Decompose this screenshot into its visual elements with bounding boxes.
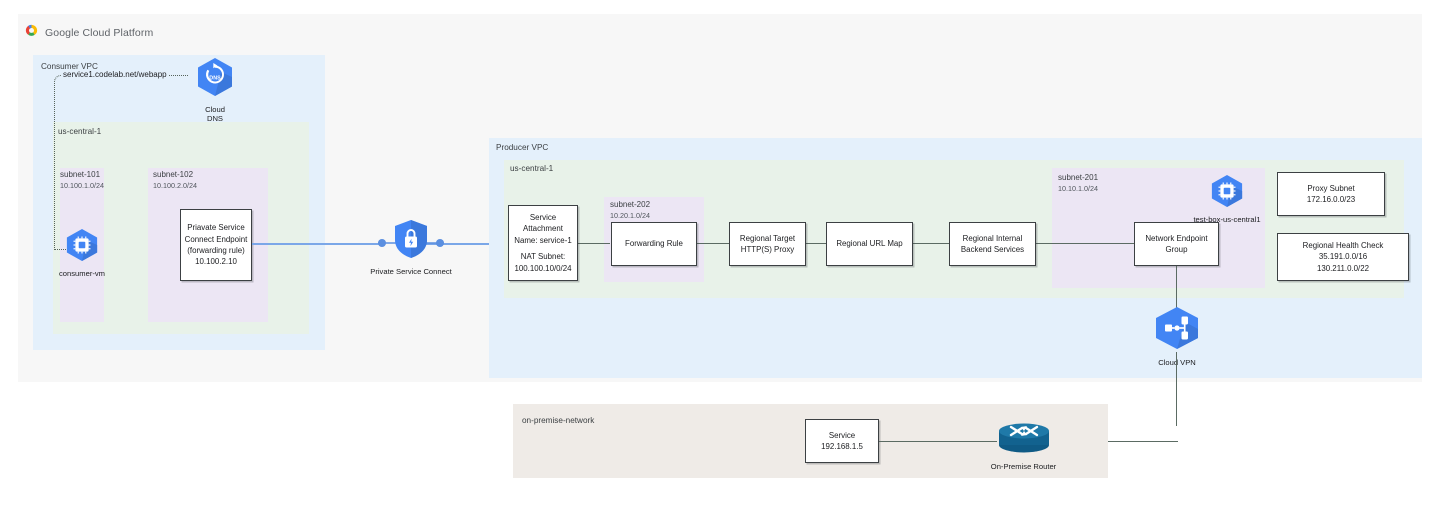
producer-region-label: us-central-1 xyxy=(510,164,554,173)
url-map-label: Regional URL Map xyxy=(836,239,903,249)
neg-line1: Network Endpoint xyxy=(1145,233,1208,243)
dns-lookup-path-corner xyxy=(54,75,63,250)
on-premise-service-line1: Service xyxy=(828,430,856,440)
proxy-subnet-node[interactable]: Proxy Subnet 172.16.0.0/23 xyxy=(1277,172,1385,216)
brand-header: Google Cloud Platform xyxy=(24,23,153,43)
connector-backend-to-neg xyxy=(1036,243,1134,244)
subnet-101-label: subnet-101 10.100.1.0/24 xyxy=(60,170,104,191)
cloud-dns-icon: DNS xyxy=(195,56,235,103)
backend-services-line1: Regional Internal xyxy=(962,233,1023,243)
compute-vm-icon xyxy=(1208,174,1246,213)
psc-endpoint-node[interactable]: Priavate Service Connect Endpoint (forwa… xyxy=(180,209,252,281)
regional-target-proxy-node[interactable]: Regional Target HTTP(S) Proxy xyxy=(729,222,806,266)
private-service-connect-label: Private Service Connect xyxy=(370,267,452,276)
private-service-connect-node[interactable]: Private Service Connect xyxy=(350,218,472,276)
cloud-dns-label: Cloud DNS xyxy=(205,105,225,124)
service-attachment-line5: 100.100.10/0/24 xyxy=(514,263,572,273)
target-proxy-line1: Regional Target xyxy=(739,233,796,243)
proxy-subnet-line1: Proxy Subnet xyxy=(1307,183,1355,193)
service-attachment-line3: Name: service-1 xyxy=(514,235,572,245)
psc-endpoint-line1: Priavate Service xyxy=(187,223,245,233)
dns-lookup-path-to-vm xyxy=(54,249,78,250)
subnet-101-name: subnet-101 xyxy=(60,170,101,179)
subnet-201-name: subnet-201 xyxy=(1058,173,1099,182)
subnet-102-cidr: 10.100.2.0/24 xyxy=(153,180,197,190)
psc-link-left xyxy=(252,243,380,245)
psc-endpoint-line4: 10.100.2.10 xyxy=(195,257,237,267)
proxy-subnet-line2: 172.16.0.0/23 xyxy=(1306,195,1356,204)
connector-proxy-to-urlmap xyxy=(806,243,826,244)
connector-neg-to-vpn xyxy=(1176,266,1178,311)
on-premise-router-label: On-Premise Router xyxy=(990,462,1057,471)
psc-endpoint-line2: Connect Endpoint xyxy=(184,234,248,244)
subnet-102-label: subnet-102 10.100.2.0/24 xyxy=(153,170,197,191)
regional-backend-services-node[interactable]: Regional Internal Backend Services xyxy=(949,222,1036,266)
neg-line2: Group xyxy=(1165,245,1188,254)
consumer-vm-label: consumer-vm xyxy=(59,269,105,278)
connector-sa-to-fr xyxy=(578,243,610,244)
network-endpoint-group-node[interactable]: Network Endpoint Group xyxy=(1134,222,1219,266)
psc-shield-lock-icon xyxy=(372,218,450,265)
connector-vpn-down xyxy=(1176,352,1178,426)
connector-urlmap-to-backend xyxy=(913,243,949,244)
service-attachment-line4: NAT Subnet: xyxy=(520,252,566,262)
on-premise-service-line2: 192.168.1.5 xyxy=(821,442,863,451)
regional-health-check-node[interactable]: Regional Health Check 35.191.0.0/16 130.… xyxy=(1277,233,1409,281)
health-check-line2: 35.191.0.0/16 xyxy=(1318,252,1368,262)
google-cloud-logo-icon xyxy=(24,23,39,43)
subnet-201-cidr: 10.10.1.0/24 xyxy=(1058,183,1098,193)
forwarding-rule-label: Forwarding Rule xyxy=(625,239,683,249)
test-box-label: test-box-us-central1 xyxy=(1193,215,1261,224)
subnet-101-cidr: 10.100.1.0/24 xyxy=(60,180,104,190)
health-check-line3: 130.211.0.0/22 xyxy=(1316,263,1370,273)
backend-services-line2: Backend Services xyxy=(960,245,1025,254)
target-proxy-line2: HTTP(S) Proxy xyxy=(740,245,795,254)
regional-url-map-node[interactable]: Regional URL Map xyxy=(826,222,913,266)
svg-text:DNS: DNS xyxy=(209,75,221,81)
psc-endpoint-line3: (forwarding rule) xyxy=(187,246,245,255)
service-attachment-line2: Attachment xyxy=(523,224,563,234)
compute-vm-icon xyxy=(63,228,101,267)
subnet-201-label: subnet-201 10.10.1.0/24 xyxy=(1058,173,1098,194)
consumer-vm-node[interactable]: consumer-vm xyxy=(59,228,105,278)
dns-url-label: service1.codelab.net/webapp xyxy=(61,70,169,79)
cloud-vpn-icon xyxy=(1151,305,1203,356)
health-check-line1: Regional Health Check xyxy=(1302,240,1384,250)
cloud-dns-node[interactable]: DNS Cloud DNS xyxy=(186,56,244,124)
psc-link-right xyxy=(418,243,510,245)
on-premise-network-label: on-premise-network xyxy=(522,416,595,425)
subnet-202-label: subnet-202 10.20.1.0/24 xyxy=(610,200,650,221)
producer-vpc-label: Producer VPC xyxy=(496,143,549,152)
subnet-202-name: subnet-202 xyxy=(610,200,651,209)
subnet-202-cidr: 10.20.1.0/24 xyxy=(610,210,650,220)
consumer-vpc-label: Consumer VPC xyxy=(41,62,98,71)
connector-fr-to-proxy xyxy=(697,243,729,244)
service-attachment-node[interactable]: Service Attachment Name: service-1 NAT S… xyxy=(508,205,578,281)
forwarding-rule-node[interactable]: Forwarding Rule xyxy=(611,222,697,266)
consumer-region-label: us-central-1 xyxy=(58,127,102,136)
subnet-102-name: subnet-102 xyxy=(153,170,194,179)
on-premise-service-node[interactable]: Service 192.168.1.5 xyxy=(805,419,879,463)
brand-label: Google Cloud Platform xyxy=(45,27,154,39)
on-premise-router-node[interactable]: On-Premise Router xyxy=(976,419,1071,471)
router-icon xyxy=(994,419,1054,460)
service-attachment-line1: Service xyxy=(529,212,557,222)
test-box-node[interactable]: test-box-us-central1 xyxy=(1177,174,1277,224)
connector-service-to-router xyxy=(879,441,997,442)
